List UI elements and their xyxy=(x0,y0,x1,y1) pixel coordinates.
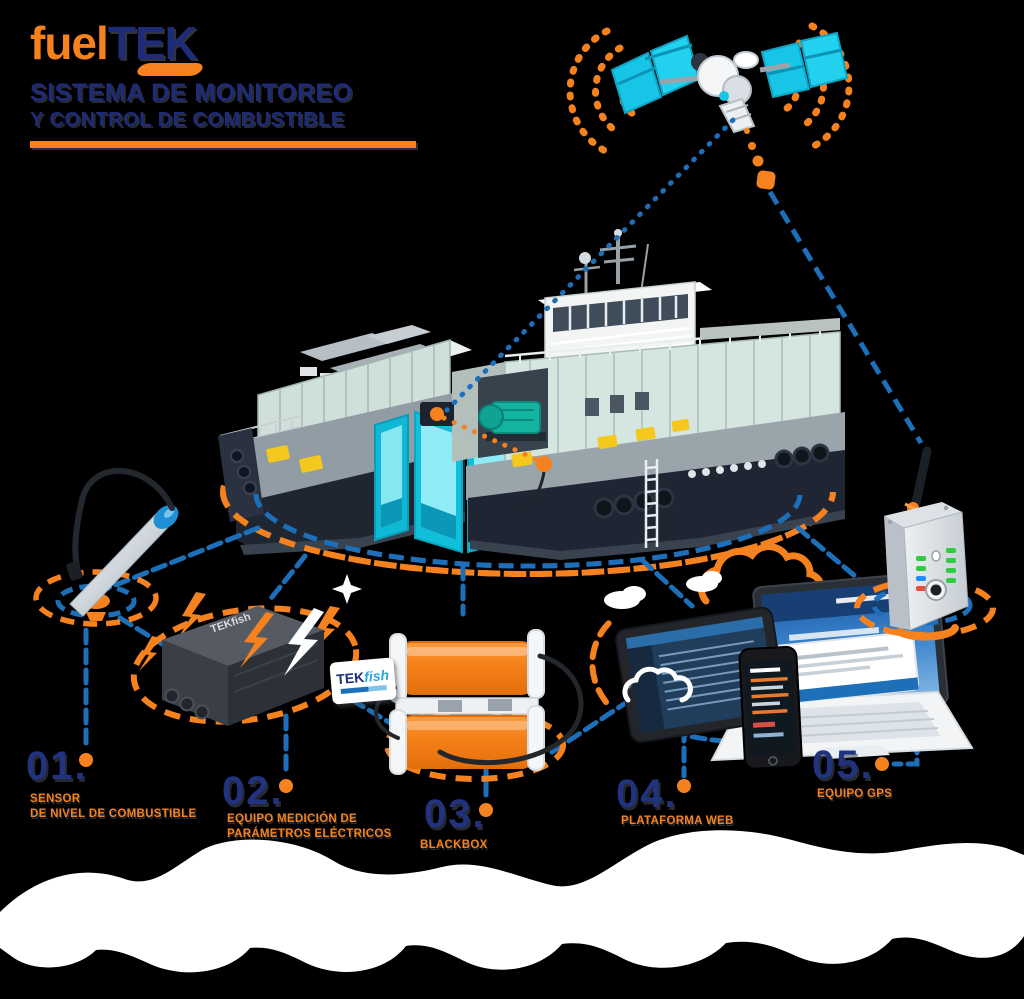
led-indicators xyxy=(916,548,956,591)
satellite xyxy=(566,22,853,190)
orbit-rings-front xyxy=(220,491,836,577)
logo-subtitle-1: SISTEMA DE MONITOREO xyxy=(30,79,353,107)
onboard-sensor-markers xyxy=(420,402,552,514)
gps-antenna xyxy=(911,446,932,508)
ship-illustration xyxy=(218,229,845,560)
item-label-04: PLATAFORMA WEB xyxy=(621,814,734,829)
callout-dots xyxy=(79,753,889,817)
link-satellite-gps xyxy=(767,190,924,445)
tekfish-card-brand: TEKfish xyxy=(335,666,390,688)
hull-ladder xyxy=(644,459,659,548)
blackbox-device xyxy=(363,629,584,782)
item-label-04-line1: PLATAFORMA WEB xyxy=(621,815,734,827)
item-label-02-line2: PARÁMETROS ELÉCTRICOS xyxy=(227,827,392,840)
tekfish-card-tek: TEK xyxy=(335,668,365,688)
tekfish-card-fish: fish xyxy=(363,666,390,685)
cloud-icon xyxy=(604,571,722,609)
tekfish-card: TEKfish xyxy=(329,657,397,705)
cloud-wave xyxy=(0,830,1024,973)
lightning-icon xyxy=(312,606,340,652)
lightning-icon xyxy=(240,612,274,668)
item-number-04: 04. xyxy=(616,772,678,816)
item-label-02-line1: EQUIPO MEDICIÓN DE xyxy=(227,813,357,825)
logo-subtitle-2: Y CONTROL DE COMBUSTIBLE xyxy=(30,108,345,131)
logo-underline xyxy=(30,140,416,148)
item-number-05: 05. xyxy=(812,743,874,787)
lightning-icon xyxy=(139,636,160,671)
item-number-03: 03. xyxy=(424,792,486,836)
generator xyxy=(478,401,546,441)
fender-tires xyxy=(593,443,830,519)
orange-arc xyxy=(589,617,615,705)
solar-panel-right xyxy=(760,31,849,99)
portholes xyxy=(688,460,766,478)
logo: fuelTEK SISTEMA DE MONITOREO Y CONTROL D… xyxy=(30,20,450,148)
sparkle-icon xyxy=(332,574,362,604)
item-label-03-line1: BLACKBOX xyxy=(420,839,488,851)
item-label-01: SENSOR DE NIVEL DE COMBUSTIBLE xyxy=(30,792,196,822)
item-number-02: 02. xyxy=(222,769,284,813)
web-platform-devices xyxy=(589,543,974,770)
item-label-05-line1: EQUIPO GPS xyxy=(817,788,893,800)
lightning-icon xyxy=(284,608,324,676)
item-label-02: EQUIPO MEDICIÓN DE PARÁMETROS ELÉCTRICOS xyxy=(227,812,392,842)
laptop-trackpad xyxy=(822,745,890,759)
smartphone xyxy=(738,645,803,770)
fuel-level-sensor xyxy=(33,467,179,627)
satellite-body xyxy=(659,51,791,134)
cloud-icon xyxy=(622,666,693,703)
item-label-01-line1: SENSOR xyxy=(30,793,81,805)
item-label-01-line2: DE NIVEL DE COMBUSTIBLE xyxy=(30,807,197,820)
item-number-01: 01. xyxy=(26,744,88,788)
link-satellite-ship xyxy=(444,117,736,413)
brand-title: fuelTEK xyxy=(30,20,450,66)
logo-swoosh xyxy=(134,63,206,76)
electrical-measurement-device: TEKfish xyxy=(130,574,362,726)
item-label-03: BLACKBOX xyxy=(420,838,488,853)
signal-trail xyxy=(744,128,776,190)
solar-panel-left xyxy=(610,34,701,115)
gps-device xyxy=(854,446,996,641)
lightning-icon xyxy=(178,592,206,638)
brand-fuel: fuel xyxy=(30,17,109,69)
brand-tek: TEK xyxy=(107,17,198,69)
item-label-05: EQUIPO GPS xyxy=(817,787,892,802)
